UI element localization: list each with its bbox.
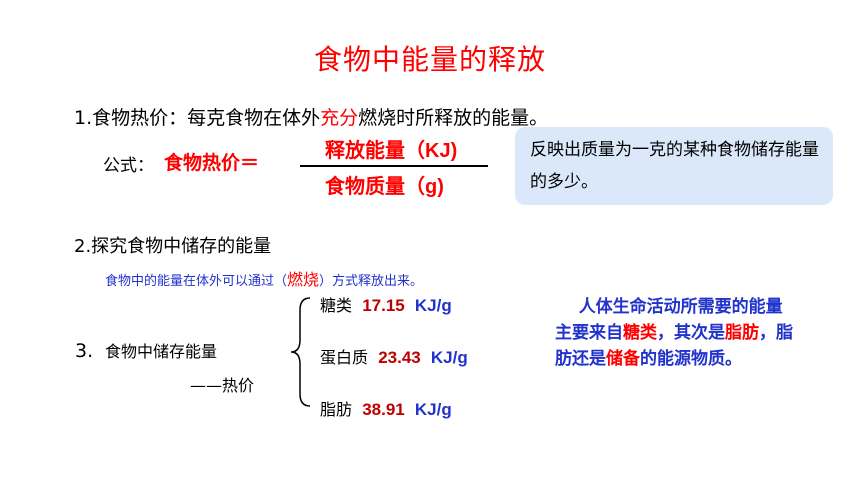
item-value: 38.91 (362, 400, 405, 419)
definition-highlight: 充分 (320, 107, 359, 129)
energy-source-note: 人体生命活动所需要的能量主要来自糖类，其次是脂肪，脂肪还是储备的能源物质。 (555, 294, 795, 372)
item-name: 脂肪 (320, 400, 353, 419)
energy-text-3: ，脂肪还是 (555, 323, 793, 369)
item-name: 蛋白质 (320, 348, 369, 367)
item-unit: KJ/g (414, 400, 452, 419)
combustion-text-b: ）方式释放出来。 (319, 274, 424, 289)
item-protein: 蛋白质 23.43 KJ/g (320, 344, 468, 368)
energy-highlight-1: 糖类 (623, 323, 657, 343)
item-carbohydrate: 糖类 17.15 KJ/g (320, 292, 452, 316)
item-value: 17.15 (362, 296, 405, 315)
energy-text-1: 人体生命活动所需要的能量主要来自 (555, 297, 783, 343)
formula-numerator: 释放能量（KJ) (325, 140, 458, 162)
page-title: 食物中能量的释放 (313, 43, 546, 76)
formula-denominator: 食物质量（g) (325, 176, 444, 198)
section-3-number: 3. (75, 340, 94, 362)
note-text: 反映出质量为一克的某种食物储存能量的多少。 (530, 140, 819, 192)
definition-number: 1. (74, 107, 93, 129)
energy-highlight-3: 储备 (606, 349, 640, 369)
brace-icon (290, 297, 311, 407)
combustion-text-a: 食物中的能量在体外可以通过（ (105, 274, 288, 289)
section-3-text: 食物中储存能量 (105, 342, 218, 361)
energy-highlight-2: 脂肪 (725, 323, 759, 343)
definition-text-b: 燃烧时所释放的能量。 (358, 107, 549, 129)
energy-text-2: ，其次是 (657, 323, 725, 343)
energy-text-4: 的能源物质。 (640, 349, 742, 369)
fraction-line (300, 165, 488, 167)
combustion-highlight: 燃烧 (287, 270, 320, 289)
item-fat: 脂肪 38.91 KJ/g (320, 396, 452, 420)
item-unit: KJ/g (414, 296, 452, 315)
item-unit: KJ/g (430, 348, 468, 367)
note-box (515, 127, 833, 205)
section-3-heat: ——热价 (190, 376, 255, 395)
section-2-heading: 2.探究食物中储存的能量 (74, 236, 272, 257)
formula-label: 公式： (103, 156, 154, 176)
definition-line: 1.食物热价：每克食物在体外充分燃烧时所释放的能量。 (74, 103, 548, 130)
formula-lhs: 食物热价＝ (164, 153, 260, 174)
combustion-line: 食物中的能量在体外可以通过（燃烧）方式释放出来。 (105, 266, 423, 290)
item-name: 糖类 (320, 296, 353, 315)
definition-text-a: 食物热价：每克食物在体外 (92, 107, 321, 129)
item-value: 23.43 (378, 348, 421, 367)
